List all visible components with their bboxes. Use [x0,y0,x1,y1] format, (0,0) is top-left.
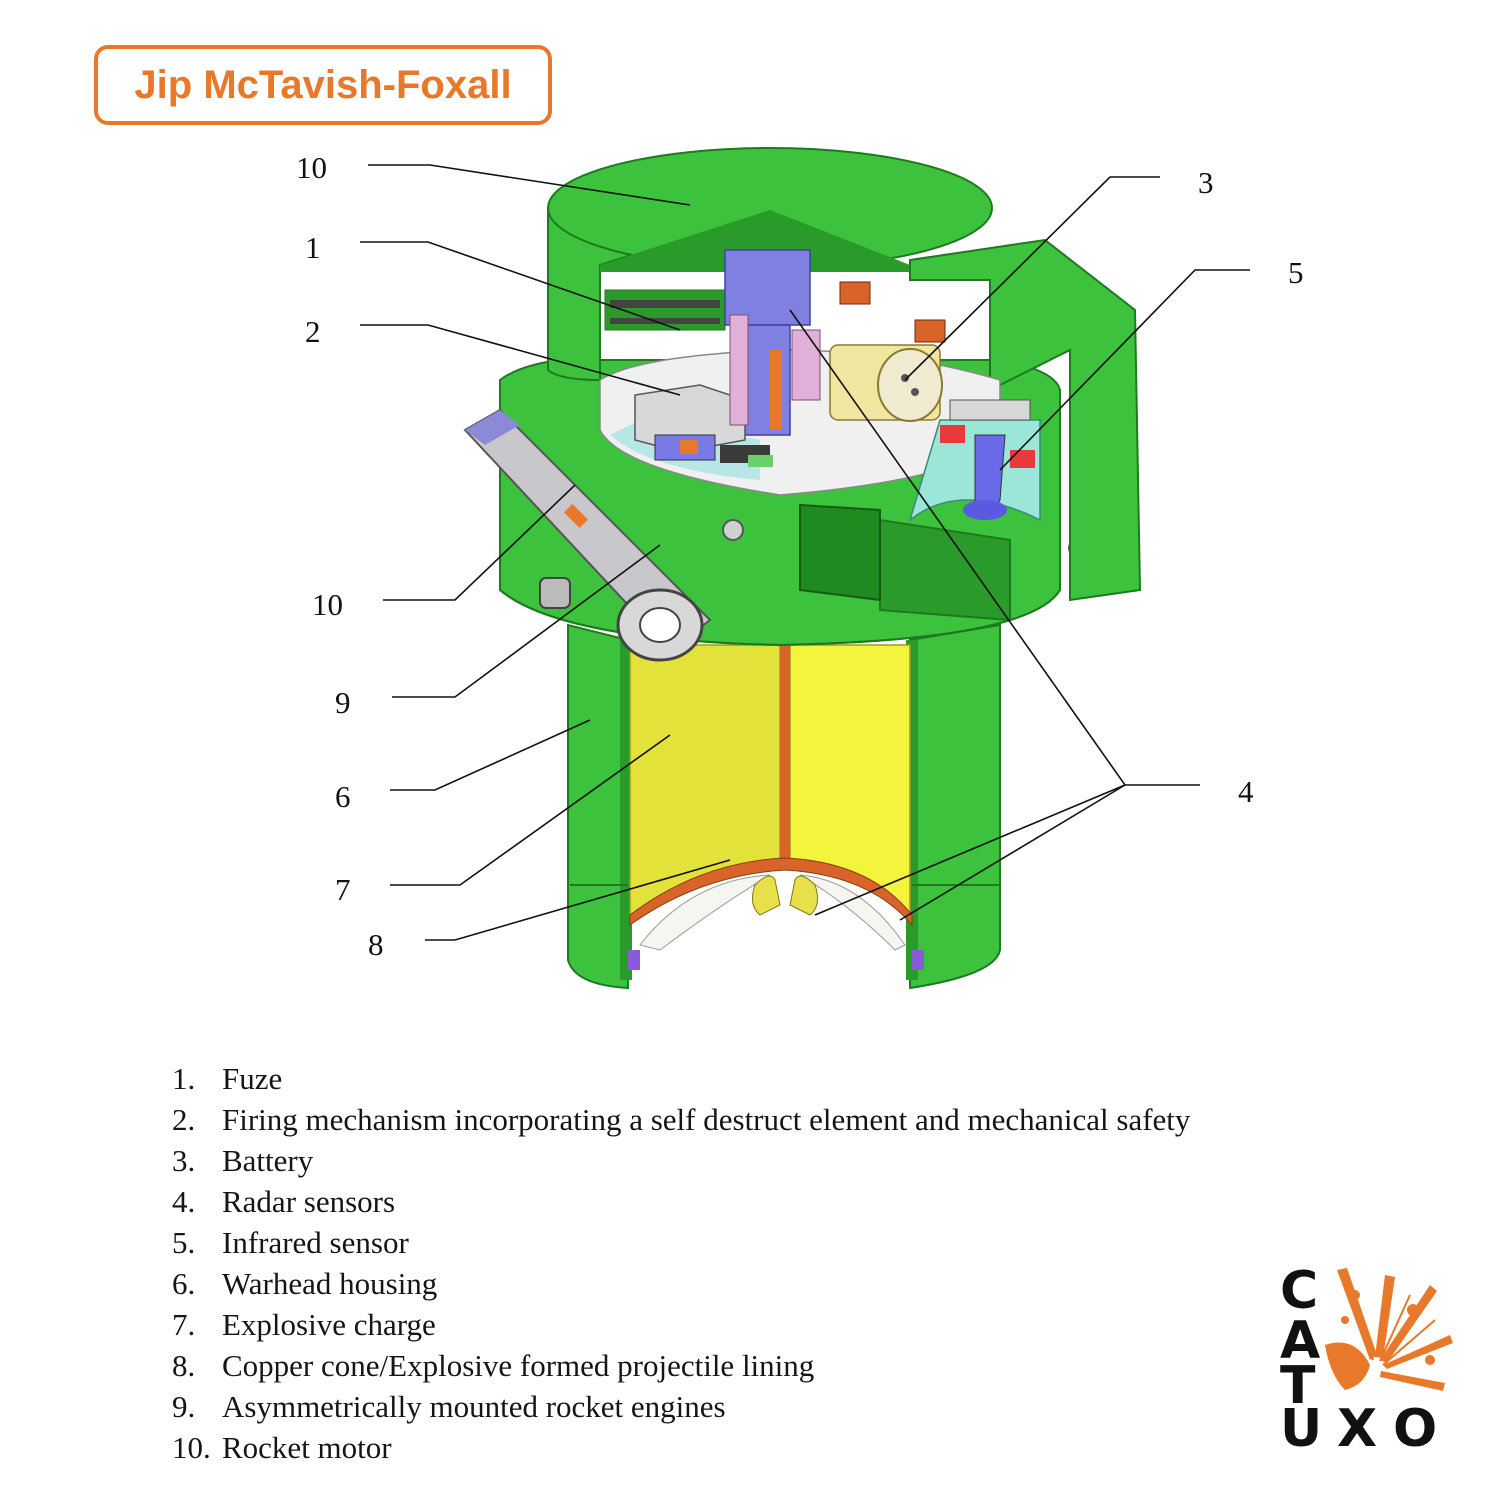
fuze [604,249,811,436]
callout-2: 2 [305,314,321,349]
legend-item: 10.Rocket motor [172,1430,392,1465]
author-name-box: Jip McTavish-Foxall [94,45,552,125]
firing-mechanism [634,314,821,467]
upper-body [547,147,1142,622]
legend-item: 7.Explosive charge [172,1307,436,1342]
explosion-burst-icon [1325,1268,1453,1391]
explosive-charge [629,644,911,917]
callout-4: 4 [1238,774,1254,809]
callout-5: 5 [1288,255,1304,290]
callout-7: 7 [335,872,351,907]
callout-1: 1 [305,230,321,265]
callout-8: 8 [368,927,384,962]
callout-6: 6 [335,779,351,814]
cat-uxo-logo: C A T U X O [1275,1265,1455,1455]
legend-item: 5.Infrared sensor [172,1225,409,1260]
battery [829,281,946,422]
callout-labels: 10 1 2 3 5 10 9 6 7 4 8 [296,150,1304,962]
legend-item: 3.Battery [172,1143,314,1178]
legend-item: 9.Asymmetrically mounted rocket engines [172,1389,726,1424]
leader-lines [360,164,1250,941]
legend-item: 2.Firing mechanism incorporating a self … [172,1102,1191,1137]
callout-10-bottom: 10 [312,587,343,622]
legend-item: 6.Warhead housing [172,1266,438,1301]
callout-10-top: 10 [296,150,327,185]
legend-item: 4.Radar sensors [172,1184,396,1219]
author-name: Jip McTavish-Foxall [134,62,512,107]
component-legend: 1.Fuze 2.Firing mechanism incorporating … [172,1058,1190,1468]
logo-letter: T [1280,1356,1316,1416]
logo-letter: C [1280,1261,1319,1321]
infrared-sensor [908,399,1041,523]
logo-letter: U [1280,1399,1323,1459]
munition-cutaway-diagram: 10 1 2 3 5 10 9 6 7 4 8 [296,147,1304,990]
legend-item: 1.Fuze [172,1061,283,1096]
rocket-motor [463,408,712,662]
callout-3: 3 [1198,165,1214,200]
copper-cone-liner [628,857,924,970]
logo-letter: O [1393,1399,1438,1459]
callout-9: 9 [335,685,351,720]
logo-letter: A [1280,1311,1321,1371]
legend-item: 8.Copper cone/Explosive formed projectil… [172,1348,815,1383]
logo-letter: X [1337,1399,1378,1459]
